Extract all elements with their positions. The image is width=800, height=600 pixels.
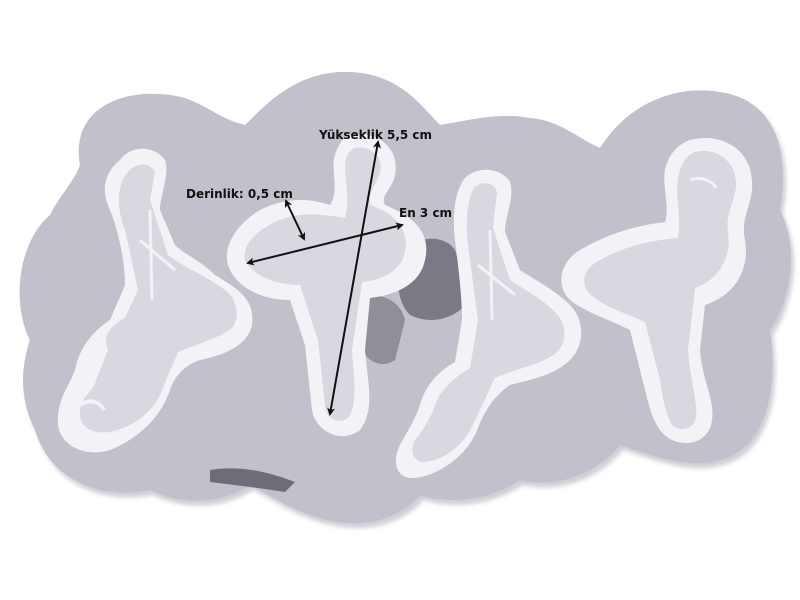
width-arrow (246, 222, 404, 266)
flamingo-cavity-3 (395, 169, 582, 479)
dimension-arrows (246, 140, 404, 416)
width-label: En 3 cm (399, 206, 453, 220)
depth-arrow (284, 199, 306, 241)
height-label: Yükseklik 5,5 cm (319, 128, 433, 142)
silicone-mold-base (19, 71, 794, 529)
height-arrow (327, 140, 381, 416)
depth-label: Derinlik: 0,5 cm (186, 187, 293, 201)
flamingo-cavity-4 (561, 137, 753, 444)
flamingo-cavity-1 (57, 148, 253, 453)
